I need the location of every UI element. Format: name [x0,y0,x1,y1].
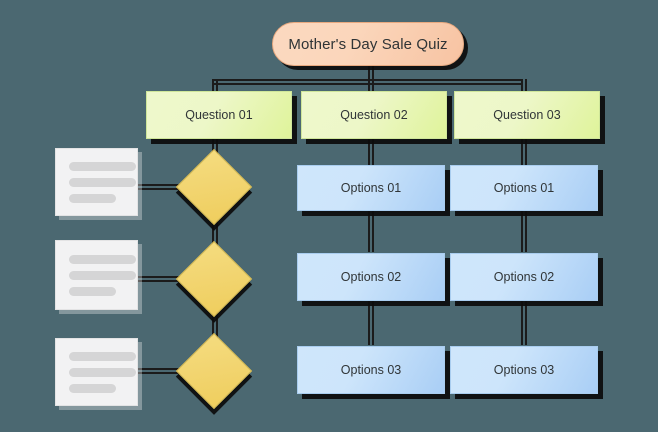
option-node-b-02[interactable]: Options 02 [297,253,445,301]
connector-decision-01-to-decision-02 [212,212,218,254]
connector-question-bus [213,79,522,85]
note-placeholder-line [69,254,136,264]
connector-bus-to-question-01 [212,79,218,92]
note-placeholder-line [69,161,136,171]
decision-shape-03 [175,332,253,410]
note-card-01[interactable] [55,148,138,216]
note-card-03[interactable] [55,338,138,406]
decision-shape-02 [175,240,253,318]
option-label-c-03: Options 03 [493,363,555,377]
connector-note-01-to-decision-01 [138,184,186,190]
connector-note-03-to-decision-03 [138,368,186,374]
option-node-c-02[interactable]: Options 02 [450,253,598,301]
connector-title-stem [368,62,374,80]
note-placeholder-line [69,270,136,280]
option-node-b-01[interactable]: Options 01 [297,165,445,211]
question-label-03: Question 03 [493,108,561,122]
decision-node-01[interactable] [175,148,253,226]
question-node-01[interactable]: Question 01 [146,91,292,139]
note-card-02[interactable] [55,240,138,310]
option-label-c-02: Options 02 [493,270,555,284]
decision-node-03[interactable] [175,332,253,410]
connector-option-c1-to-c2 [521,208,527,252]
note-placeholder-line [69,193,116,203]
option-label-b-01: Options 01 [340,181,402,195]
option-label-c-01: Options 01 [493,181,555,195]
note-placeholder-line [69,367,136,377]
decision-node-02[interactable] [175,240,253,318]
connector-option-c2-to-c3 [521,299,527,345]
connector-option-b2-to-b3 [368,299,374,345]
option-node-c-03[interactable]: Options 03 [450,346,598,394]
question-node-02[interactable]: Question 02 [301,91,447,139]
option-label-b-03: Options 03 [340,363,402,377]
note-placeholder-line [69,383,116,393]
connector-bus-to-question-03 [521,79,527,92]
question-node-03[interactable]: Question 03 [454,91,600,139]
question-label-02: Question 02 [340,108,408,122]
connector-note-02-to-decision-02 [138,276,186,282]
connector-question-02-to-option-b1 [368,136,374,165]
connector-option-b1-to-b2 [368,208,374,252]
note-placeholder-line [69,351,136,361]
note-placeholder-line [69,286,116,296]
option-node-c-01[interactable]: Options 01 [450,165,598,211]
option-node-b-03[interactable]: Options 03 [297,346,445,394]
option-label-b-02: Options 02 [340,270,402,284]
diagram-title-node[interactable]: Mother's Day Sale Quiz [272,22,464,66]
note-placeholder-line [69,177,136,187]
question-label-01: Question 01 [185,108,253,122]
connector-bus-to-question-02 [368,79,374,92]
connector-decision-02-to-decision-03 [212,304,218,344]
diagram-title-label: Mother's Day Sale Quiz [288,35,448,53]
connector-question-03-to-option-c1 [521,136,527,165]
decision-shape-01 [175,148,253,226]
